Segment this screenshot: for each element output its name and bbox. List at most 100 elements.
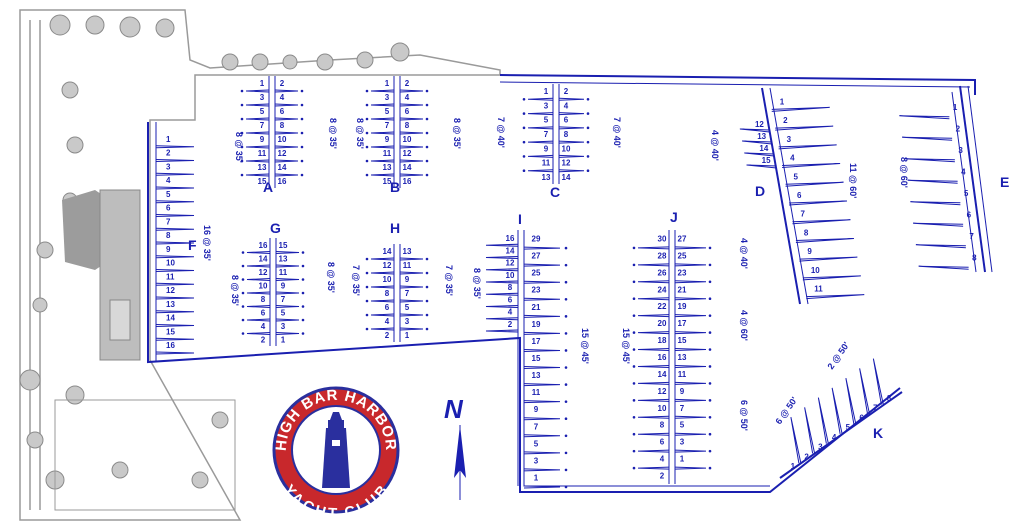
slip-e-8: 8 bbox=[972, 253, 977, 262]
slip-j-22: 22 bbox=[658, 302, 667, 311]
north-arrow: N bbox=[444, 394, 466, 500]
slip-a-13: 13 bbox=[258, 163, 267, 172]
slip-g-9: 9 bbox=[281, 281, 286, 290]
slip-f-10: 10 bbox=[166, 259, 175, 268]
slip-a-10: 10 bbox=[278, 135, 287, 144]
slip-j-1: 1 bbox=[680, 455, 685, 464]
slip-c-11: 11 bbox=[542, 159, 551, 168]
slip-f-11: 11 bbox=[166, 272, 175, 281]
slip-g-15: 15 bbox=[279, 241, 288, 250]
slip-d-3: 3 bbox=[787, 135, 792, 144]
slip-b-8: 8 bbox=[405, 121, 410, 130]
slip-g-12: 12 bbox=[259, 268, 268, 277]
slip-g-2: 2 bbox=[261, 335, 266, 344]
slip-j-25: 25 bbox=[678, 251, 687, 260]
slip-h-10: 10 bbox=[383, 275, 392, 284]
slip-a-6: 6 bbox=[280, 107, 285, 116]
slip-a-11: 11 bbox=[258, 149, 267, 158]
slip-d-9: 9 bbox=[807, 247, 812, 256]
slip-k-6: 6 bbox=[859, 413, 864, 422]
slip-k-2: 2 bbox=[804, 452, 809, 461]
slip-k-5: 5 bbox=[846, 423, 851, 432]
slip-f-3: 3 bbox=[166, 162, 171, 171]
slip-g-16: 16 bbox=[259, 241, 268, 250]
slip-i-4: 4 bbox=[508, 308, 513, 317]
slip-g-13: 13 bbox=[279, 254, 288, 263]
dim-c-right: 7 @ 40' bbox=[612, 117, 622, 148]
slip-f-14: 14 bbox=[166, 314, 175, 323]
dock-label-j: J bbox=[670, 209, 678, 225]
slip-d-15: 15 bbox=[762, 156, 771, 165]
dock-labels: A B C D E F G H I J K bbox=[188, 174, 1009, 441]
pier-c bbox=[522, 84, 590, 184]
slip-g-5: 5 bbox=[281, 308, 286, 317]
slip-a-5: 5 bbox=[260, 107, 265, 116]
slip-g-8: 8 bbox=[261, 295, 266, 304]
slip-b-14: 14 bbox=[403, 163, 412, 172]
slip-i-27: 27 bbox=[532, 252, 541, 261]
slip-f-15: 15 bbox=[166, 327, 175, 336]
slip-i-17: 17 bbox=[532, 337, 541, 346]
slip-f-5: 5 bbox=[166, 190, 171, 199]
slip-d-4: 4 bbox=[790, 154, 795, 163]
slip-i-29: 29 bbox=[532, 235, 541, 244]
dock-label-c: C bbox=[550, 184, 560, 200]
slip-b-6: 6 bbox=[405, 107, 410, 116]
slip-c-4: 4 bbox=[564, 101, 569, 110]
dimension-labels: 8 @ 35' 8 @ 35' 8 @ 35' 8 @ 35' 7 @ 40' … bbox=[202, 117, 909, 431]
slip-j-11: 11 bbox=[678, 370, 687, 379]
dim-c-left: 7 @ 40' bbox=[496, 117, 506, 148]
slip-d-12: 12 bbox=[755, 120, 764, 129]
slip-b-13: 13 bbox=[383, 163, 392, 172]
slip-j-14: 14 bbox=[658, 370, 667, 379]
bulkhead bbox=[147, 74, 976, 493]
lighthouse-icon bbox=[322, 412, 350, 488]
pier-d bbox=[739, 87, 865, 305]
slip-d-11: 11 bbox=[814, 285, 823, 294]
dock-label-d: D bbox=[755, 183, 765, 199]
slip-g-7: 7 bbox=[281, 295, 286, 304]
slip-a-3: 3 bbox=[260, 93, 265, 102]
slip-g-10: 10 bbox=[259, 281, 268, 290]
slip-i-5: 5 bbox=[534, 439, 539, 448]
slip-j-27: 27 bbox=[678, 234, 687, 243]
slip-e-2: 2 bbox=[956, 124, 961, 133]
slip-g-11: 11 bbox=[279, 268, 288, 277]
slip-i-6: 6 bbox=[508, 295, 513, 304]
slip-j-30: 30 bbox=[658, 234, 667, 243]
dim-b-right: 8 @ 35' bbox=[452, 118, 462, 149]
slip-f-1: 1 bbox=[166, 135, 171, 144]
pier-g bbox=[241, 238, 305, 346]
slip-c-5: 5 bbox=[544, 116, 549, 125]
slip-b-10: 10 bbox=[403, 135, 412, 144]
slip-i-12: 12 bbox=[506, 259, 515, 268]
yacht-club-logo: HIGH BAR HARBOR YACHT CLUB bbox=[272, 386, 400, 523]
slip-b-11: 11 bbox=[383, 149, 392, 158]
slip-d-13: 13 bbox=[757, 132, 766, 141]
slip-k-1: 1 bbox=[791, 462, 796, 471]
slip-j-18: 18 bbox=[658, 336, 667, 345]
slip-i-21: 21 bbox=[532, 303, 541, 312]
slip-h-14: 14 bbox=[383, 247, 392, 256]
slip-j-23: 23 bbox=[678, 268, 687, 277]
dim-k-b: 2 @ 50' bbox=[825, 340, 851, 371]
slip-f-9: 9 bbox=[166, 245, 171, 254]
slip-j-4: 4 bbox=[660, 455, 665, 464]
dim-j-right-top: 4 @ 40' bbox=[739, 238, 749, 269]
slip-f-7: 7 bbox=[166, 217, 171, 226]
slip-e-6: 6 bbox=[967, 210, 972, 219]
dim-g-right: 8 @ 35' bbox=[326, 262, 336, 293]
slip-c-1: 1 bbox=[544, 87, 549, 96]
slip-a-16: 16 bbox=[278, 177, 287, 186]
slip-k-3: 3 bbox=[818, 443, 823, 452]
dock-label-a: A bbox=[263, 179, 273, 195]
slip-h-8: 8 bbox=[385, 289, 390, 298]
dim-f: 16 @ 35' bbox=[202, 225, 212, 261]
slip-d-14: 14 bbox=[759, 144, 768, 153]
slip-c-10: 10 bbox=[562, 144, 571, 153]
slip-e-3: 3 bbox=[958, 146, 963, 155]
slip-f-16: 16 bbox=[166, 341, 175, 350]
slip-b-15: 15 bbox=[383, 177, 392, 186]
slip-f-12: 12 bbox=[166, 286, 175, 295]
